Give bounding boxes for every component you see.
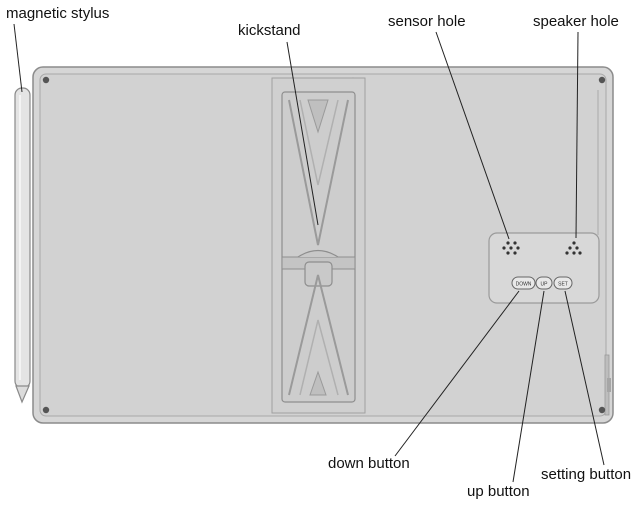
leader-line-speaker [575,31,579,239]
leader-line-down [394,290,520,457]
leader-line-stylus [13,23,23,93]
speaker-hole [565,241,582,255]
leader-line-setting [564,290,605,466]
down-button-text: DOWN [516,282,532,288]
label-sensor-hole: sensor hole [388,13,466,30]
leader-lines [13,23,605,483]
up-button-text: UP [541,282,549,288]
down-button: DOWN [511,276,536,290]
label-setting-button: setting button [541,466,632,483]
setting-button-text: SET [558,282,568,288]
label-magnetic-stylus: magnetic stylus [6,5,110,22]
up-button: UP [535,276,553,290]
setting-button: SET [553,276,573,290]
screw [598,406,606,414]
label-kickstand: kickstand [238,22,301,39]
label-speaker-hole: speaker hole [533,13,619,30]
screw [42,76,50,84]
sensor-hole [502,241,520,255]
kickstand [271,77,366,414]
leader-line-kickstand [286,41,319,226]
leader-line-sensor [435,31,510,240]
magnetic-stylus [14,87,31,404]
label-down-button: down button [328,455,410,472]
leader-line-up [512,290,545,483]
label-up-button: up button [467,483,530,500]
screw [42,406,50,414]
screw [598,76,606,84]
